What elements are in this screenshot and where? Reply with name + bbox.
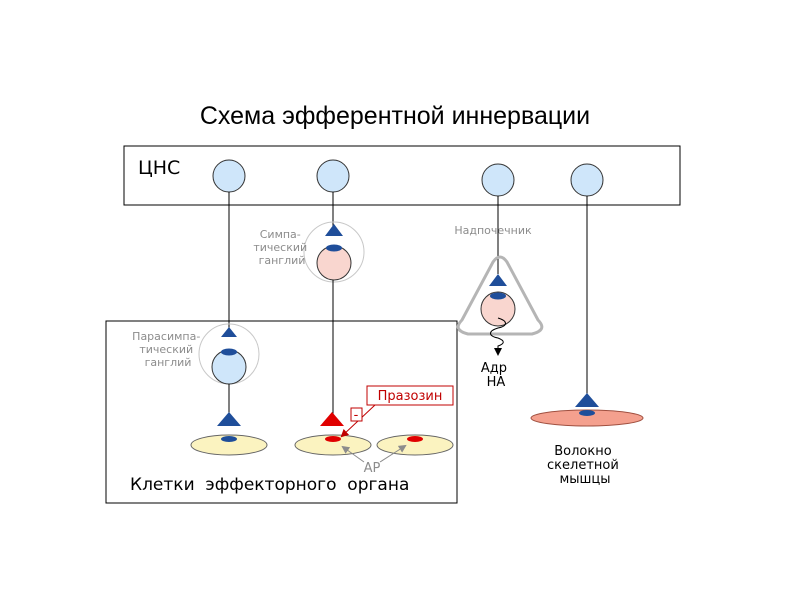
neuromuscular-terminal <box>575 393 599 407</box>
cns-label: ЦНС <box>138 157 180 179</box>
adrenal-label: Надпочечник <box>454 224 532 237</box>
adrenal-receptor <box>490 292 506 300</box>
sympathetic-ganglion-receptor <box>326 244 342 252</box>
skeletal-muscle-label: Волокно скелетной мышцы <box>547 444 623 487</box>
receptor-arrow-right <box>379 444 407 463</box>
effector-cell-adrenergic <box>376 434 454 456</box>
cns-box <box>123 145 681 206</box>
sympathetic-ganglion-label: Симпа- тический ганглий <box>253 228 310 267</box>
hormone-release-arrow <box>490 317 506 356</box>
effector-cell-parasympathetic <box>190 434 268 456</box>
adrenal-terminal <box>489 274 507 286</box>
minus-sign: - <box>354 408 359 423</box>
receptor-arrow-left <box>341 445 365 463</box>
adrenal-output-label: Адр НА <box>481 361 511 390</box>
diagram-title: Схема эфферентной иннервации <box>200 102 590 130</box>
effector-receptor-adrenergic <box>407 436 423 442</box>
adrenal-gland-outline <box>456 255 544 336</box>
effector-cell-sympathetic <box>294 434 372 456</box>
sympathetic-ganglion-halo <box>303 221 365 283</box>
sympathetic-terminal <box>320 412 344 426</box>
prazosin-label: Празозин <box>378 389 443 404</box>
cns-neuron-adrenal <box>481 163 515 197</box>
parasympathetic-ganglion-receptor <box>221 348 237 356</box>
effector-organ-label: Клетки эффекторного органа <box>130 475 409 495</box>
effector-organ-box <box>105 320 458 504</box>
receptor-label: АР <box>364 461 381 476</box>
muscle-receptor <box>579 410 595 416</box>
minus-box <box>350 407 363 422</box>
effector-receptor-parasympathetic <box>221 436 237 442</box>
parasympathetic-ganglion-terminal <box>221 327 237 337</box>
parasympathetic-ganglion-label: Парасимпа- тический ганглий <box>132 330 204 369</box>
effector-receptor-sympathetic <box>325 436 341 442</box>
prazosin-box <box>366 385 454 406</box>
sympathetic-ganglion-terminal <box>325 224 343 236</box>
cns-neuron-parasympathetic <box>212 159 246 193</box>
parasympathetic-terminal <box>217 412 241 426</box>
cns-neuron-sympathetic <box>316 159 350 193</box>
cns-neuron-somatic <box>570 163 604 197</box>
adrenal-chromaffin-cell <box>480 291 516 327</box>
